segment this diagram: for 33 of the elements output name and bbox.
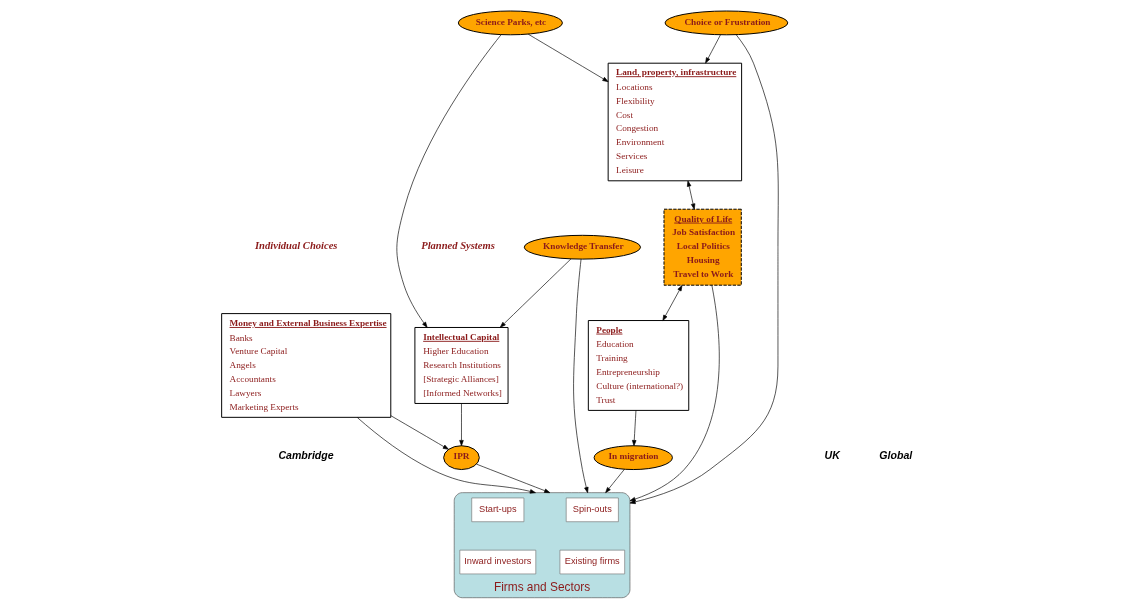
node-box: Start-ups bbox=[471, 497, 525, 523]
arrow bbox=[356, 417, 536, 494]
arrow bbox=[632, 410, 637, 447]
node-box: Intellectual Capital Higher Education Research Institutions [Strategic Alliances] [Informed Networks] bbox=[414, 327, 509, 404]
arrow bbox=[629, 285, 720, 502]
node-box: People Education Training Entrepreneurship Culture (international?) Trust bbox=[587, 320, 690, 411]
node-box: Existing firms bbox=[559, 549, 625, 575]
label: Cambridge bbox=[278, 449, 334, 462]
label: Global bbox=[879, 449, 913, 462]
arrow bbox=[629, 34, 779, 505]
arrow bbox=[605, 469, 625, 493]
node-ellipse: Choice or Frustration bbox=[664, 10, 789, 36]
arrow bbox=[686, 180, 696, 210]
node-box: Money and External Business Expertise Banks Venture Capital Angels Accountants Lawyers Marketing Experts bbox=[221, 313, 392, 418]
arrow bbox=[476, 463, 551, 493]
arrow bbox=[662, 285, 683, 321]
label: Planned Systems bbox=[421, 240, 495, 252]
node-ellipse: Knowledge Transfer bbox=[523, 234, 641, 260]
arrow bbox=[573, 258, 589, 493]
arrow bbox=[396, 34, 502, 328]
node-box: Inward investors bbox=[459, 549, 537, 575]
arrow bbox=[705, 34, 721, 64]
node-box: Spin-outs bbox=[565, 497, 619, 523]
arrow bbox=[459, 403, 464, 446]
label: Individual Choices bbox=[255, 240, 338, 252]
node-box: Land, property, infrastructure Locations Flexibility Cost Congestion Environment Services Leisure bbox=[607, 62, 743, 182]
node-box: Quality of Life Job Satisfaction Local Politics Housing Travel to Work bbox=[663, 208, 742, 286]
arrow bbox=[500, 258, 572, 328]
node-ellipse: In migration bbox=[593, 445, 673, 471]
node-ellipse: Science Parks, etc bbox=[457, 10, 563, 36]
arrow bbox=[390, 415, 449, 450]
label: UK bbox=[824, 449, 840, 462]
arrow bbox=[527, 33, 609, 82]
